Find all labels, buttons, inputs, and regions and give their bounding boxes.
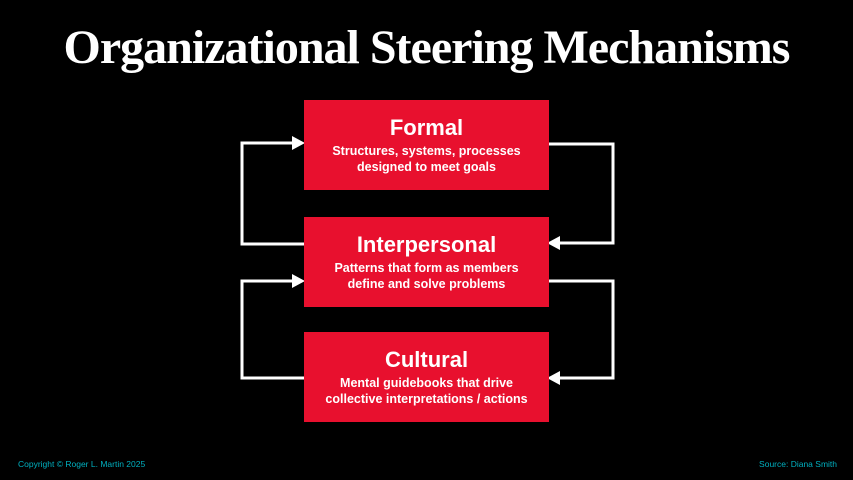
box-cultural: Cultural Mental guidebooks that drive co…	[304, 332, 549, 422]
slide-title: Organizational Steering Mechanisms	[63, 21, 791, 74]
box-cultural-title: Cultural	[384, 346, 469, 372]
arrow-formal-to-interpersonal	[547, 142, 615, 250]
box-interpersonal: Interpersonal Patterns that form as memb…	[304, 217, 549, 307]
arrow-interpersonal-to-cultural	[547, 279, 615, 385]
arrow-cultural-to-interpersonal	[240, 274, 305, 380]
box-interpersonal-desc-line2: define and solve problems	[347, 277, 506, 292]
box-cultural-desc-line1: Mental guidebooks that drive	[340, 375, 513, 390]
source-text: Source: Diana Smith	[759, 458, 837, 469]
arrow-interpersonal-to-formal	[240, 136, 305, 246]
copyright-text: Copyright © Roger L. Martin 2025	[18, 458, 146, 469]
box-formal-description: Structures, systems, processes designed …	[332, 143, 520, 176]
box-formal-desc-line1: Structures, systems, processes	[332, 143, 521, 158]
box-formal-title: Formal	[389, 114, 464, 140]
box-cultural-description: Mental guidebooks that drive collective …	[325, 375, 527, 408]
box-formal-desc-line2: designed to meet goals	[357, 160, 496, 175]
box-interpersonal-title: Interpersonal	[356, 231, 497, 257]
box-interpersonal-description: Patterns that form as members define and…	[334, 260, 518, 293]
box-interpersonal-desc-line1: Patterns that form as members	[334, 260, 519, 275]
box-formal: Formal Structures, systems, processes de…	[304, 100, 549, 190]
box-cultural-desc-line2: collective interpretations / actions	[325, 392, 528, 407]
